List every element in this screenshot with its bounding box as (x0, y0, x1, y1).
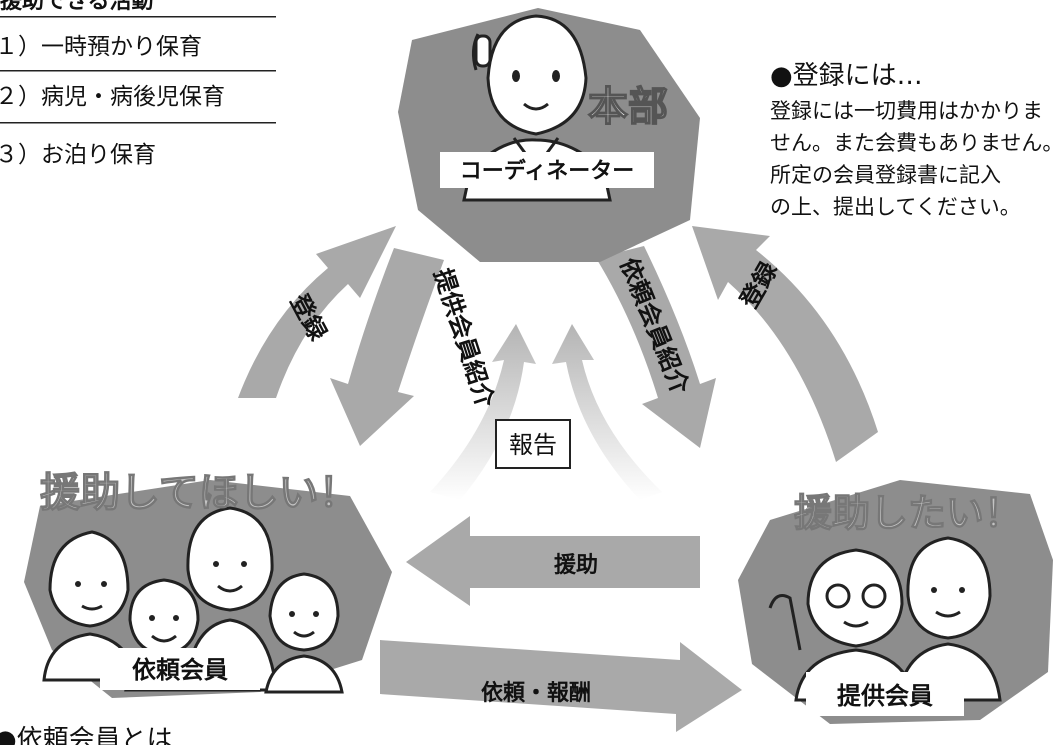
provider-label-box (806, 672, 964, 716)
registration-line-2: せん。また会費もありません。 (770, 131, 1053, 155)
registration-title: ●登録には… (770, 61, 923, 91)
register-left-arrow (238, 226, 396, 398)
requester-intro-arrow (596, 246, 716, 448)
activity-item-1: （１）一時預かり保育 (0, 34, 202, 60)
activities-heading-rule (0, 16, 276, 18)
hq-label: コーディネーター (460, 158, 634, 184)
requester-definition-heading: ●依頼会員とは (0, 725, 173, 745)
registration-line-3: 所定の会員登録書に記入 (770, 163, 1001, 187)
requester-label-box (100, 648, 260, 690)
provider-slogan: 援助したい！ (794, 491, 1022, 535)
register-right-arrow (692, 226, 878, 462)
requester-slogan: 援助してほしい！ (40, 470, 359, 516)
registration-line-4: の上、提出してください。 (770, 195, 1021, 219)
support-label: 援助 (554, 553, 598, 578)
support-arrow (406, 516, 700, 606)
report-label: 報告 (509, 431, 557, 459)
registration-line-1: 登録には一切費用はかかりま (770, 99, 1043, 123)
activities-rule-2 (0, 122, 276, 124)
hq-label-box (440, 152, 654, 188)
requester-label: 依頼会員 (132, 656, 228, 684)
provider-intro-arrow (330, 248, 444, 446)
hq-title: 本部 (588, 84, 668, 130)
activities-rule-1 (0, 70, 276, 72)
report-arrow-left (430, 324, 536, 500)
report-label-box (495, 419, 571, 469)
provider-label: 提供会員 (837, 682, 933, 710)
request-reward-label: 依頼・報酬 (481, 680, 591, 706)
request-reward-arrow (380, 640, 742, 732)
activity-item-3: （３）お泊り保育 (0, 142, 156, 168)
provider-intro-label: 提供会員紹介 (428, 265, 499, 412)
activities-heading: 援助できる活動 (0, 0, 154, 14)
activity-item-2: （２）病児・病後児保育 (0, 84, 225, 110)
report-arrow-right (552, 324, 662, 500)
